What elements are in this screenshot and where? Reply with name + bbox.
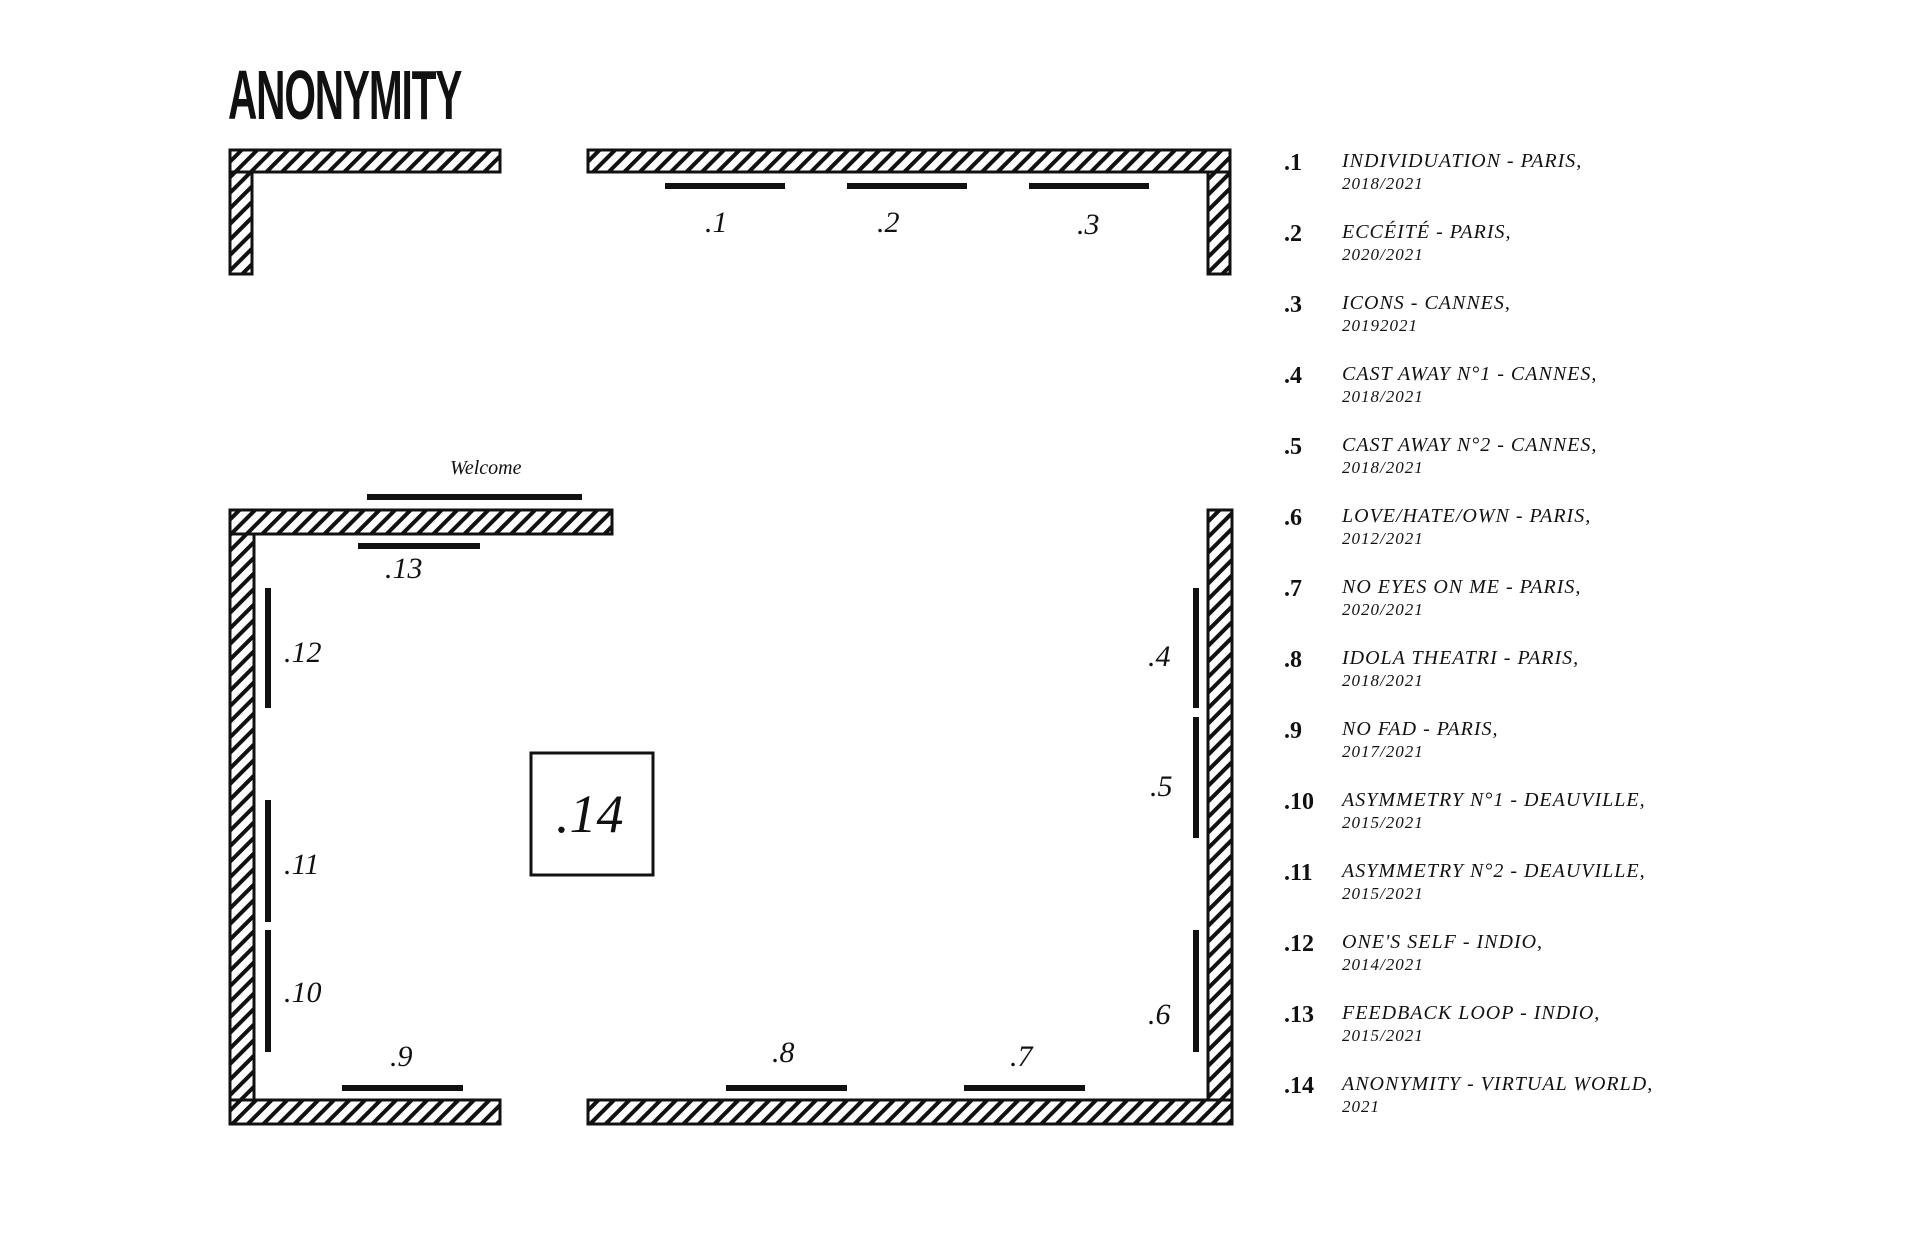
legend-title: LOVE/HATE/OWN - PARIS, xyxy=(1342,505,1592,527)
legend-item: .3 ICONS - CANNES, 20192021 xyxy=(1284,292,1904,352)
legend-title: ANONYMITY - VIRTUAL WORLD, xyxy=(1342,1073,1654,1095)
legend-num: .9 xyxy=(1284,718,1302,744)
marker-11: .11 xyxy=(284,848,319,881)
wall-top-right-horizontal xyxy=(586,148,1232,174)
legend-year: 2018/2021 xyxy=(1342,174,1424,193)
legend-num: .13 xyxy=(1284,1002,1314,1028)
legend-year: 2015/2021 xyxy=(1342,813,1424,832)
legend-year: 2014/2021 xyxy=(1342,955,1424,974)
legend-title: INDIVIDUATION - PARIS, xyxy=(1342,150,1583,172)
marker-3: .3 xyxy=(1077,208,1100,241)
legend-year: 2015/2021 xyxy=(1342,1026,1424,1045)
legend-item: .12 ONE'S SELF - INDIO, 2014/2021 xyxy=(1284,931,1904,991)
marker-2: .2 xyxy=(877,206,900,239)
legend-title: CAST AWAY N°2 - CANNES, xyxy=(1342,434,1598,456)
legend-num: .2 xyxy=(1284,221,1302,247)
marker-9: .9 xyxy=(390,1040,413,1073)
legend-num: .5 xyxy=(1284,434,1302,460)
marker-7: .7 xyxy=(1010,1040,1035,1073)
legend-num: .1 xyxy=(1284,150,1302,176)
legend-year: 2018/2021 xyxy=(1342,458,1424,477)
legend-year: 2020/2021 xyxy=(1342,600,1424,619)
marker-8: .8 xyxy=(772,1036,795,1069)
legend-year: 2017/2021 xyxy=(1342,742,1424,761)
legend-year: 20192021 xyxy=(1342,316,1418,335)
marker-6: .6 xyxy=(1148,998,1171,1031)
legend-num: .7 xyxy=(1284,576,1302,602)
legend-num: .6 xyxy=(1284,505,1302,531)
legend-num: .11 xyxy=(1284,860,1313,886)
legend-year: 2018/2021 xyxy=(1342,387,1424,406)
legend-year: 2015/2021 xyxy=(1342,884,1424,903)
legend-num: .12 xyxy=(1284,931,1314,957)
legend-year: 2012/2021 xyxy=(1342,529,1424,548)
legend-item: .5 CAST AWAY N°2 - CANNES, 2018/2021 xyxy=(1284,434,1904,494)
marker-4: .4 xyxy=(1148,640,1171,673)
wall-room-bottom-right xyxy=(586,1098,1234,1126)
legend-year: 2020/2021 xyxy=(1342,245,1424,264)
legend-item: .6 LOVE/HATE/OWN - PARIS, 2012/2021 xyxy=(1284,505,1904,565)
exhibit-14-box xyxy=(529,751,655,877)
marker-13: .13 xyxy=(385,552,423,585)
legend-year: 2018/2021 xyxy=(1342,671,1424,690)
legend-title: IDOLA THEATRI - PARIS, xyxy=(1342,647,1580,669)
marker-5: .5 xyxy=(1150,770,1173,803)
legend-title: ONE'S SELF - INDIO, xyxy=(1342,931,1544,953)
legend-num: .4 xyxy=(1284,363,1302,389)
legend-item: .1 INDIVIDUATION - PARIS, 2018/2021 xyxy=(1284,150,1904,210)
legend-num: .8 xyxy=(1284,647,1302,673)
wall-room-top xyxy=(228,508,614,536)
marker-14: .14 xyxy=(556,784,624,844)
legend-title: CAST AWAY N°1 - CANNES, xyxy=(1342,363,1598,385)
marker-1: .1 xyxy=(705,206,728,239)
legend-item: .10 ASYMMETRY N°1 - DEAUVILLE, 2015/2021 xyxy=(1284,789,1904,849)
legend-year: 2021 xyxy=(1342,1097,1380,1116)
wall-room-left xyxy=(228,532,256,1102)
legend-item: .11 ASYMMETRY N°2 - DEAUVILLE, 2015/2021 xyxy=(1284,860,1904,920)
legend-title: NO FAD - PARIS, xyxy=(1342,718,1499,740)
legend-item: .9 NO FAD - PARIS, 2017/2021 xyxy=(1284,718,1904,778)
legend-item: .8 IDOLA THEATRI - PARIS, 2018/2021 xyxy=(1284,647,1904,707)
page-title: ANONYMITY xyxy=(228,56,462,134)
marker-12: .12 xyxy=(284,636,322,669)
legend-title: ASYMMETRY N°2 - DEAUVILLE, xyxy=(1342,860,1646,882)
legend-title: ECCÉITÉ - PARIS, xyxy=(1342,221,1512,243)
wall-top-left-horizontal xyxy=(228,148,502,174)
wall-room-bottom-left xyxy=(228,1098,502,1126)
legend-num: .10 xyxy=(1284,789,1314,815)
legend-title: ASYMMETRY N°1 - DEAUVILLE, xyxy=(1342,789,1646,811)
legend-item: .7 NO EYES ON ME - PARIS, 2020/2021 xyxy=(1284,576,1904,636)
legend-title: NO EYES ON ME - PARIS, xyxy=(1342,576,1582,598)
legend-title: ICONS - CANNES, xyxy=(1342,292,1511,314)
legend-item: .4 CAST AWAY N°1 - CANNES, 2018/2021 xyxy=(1284,363,1904,423)
wall-top-right-vertical xyxy=(1206,170,1232,276)
legend-item: .14 ANONYMITY - VIRTUAL WORLD, 2021 xyxy=(1284,1073,1904,1133)
marker-10: .10 xyxy=(284,976,322,1009)
wall-room-right xyxy=(1206,508,1234,1102)
legend-item: .13 FEEDBACK LOOP - INDIO, 2015/2021 xyxy=(1284,1002,1904,1062)
legend-title: FEEDBACK LOOP - INDIO, xyxy=(1342,1002,1601,1024)
legend-num: .14 xyxy=(1284,1073,1314,1099)
legend-num: .3 xyxy=(1284,292,1302,318)
legend-item: .2 ECCÉITÉ - PARIS, 2020/2021 xyxy=(1284,221,1904,281)
wall-top-left-vertical xyxy=(228,170,254,276)
welcome-label: Welcome xyxy=(450,457,522,479)
